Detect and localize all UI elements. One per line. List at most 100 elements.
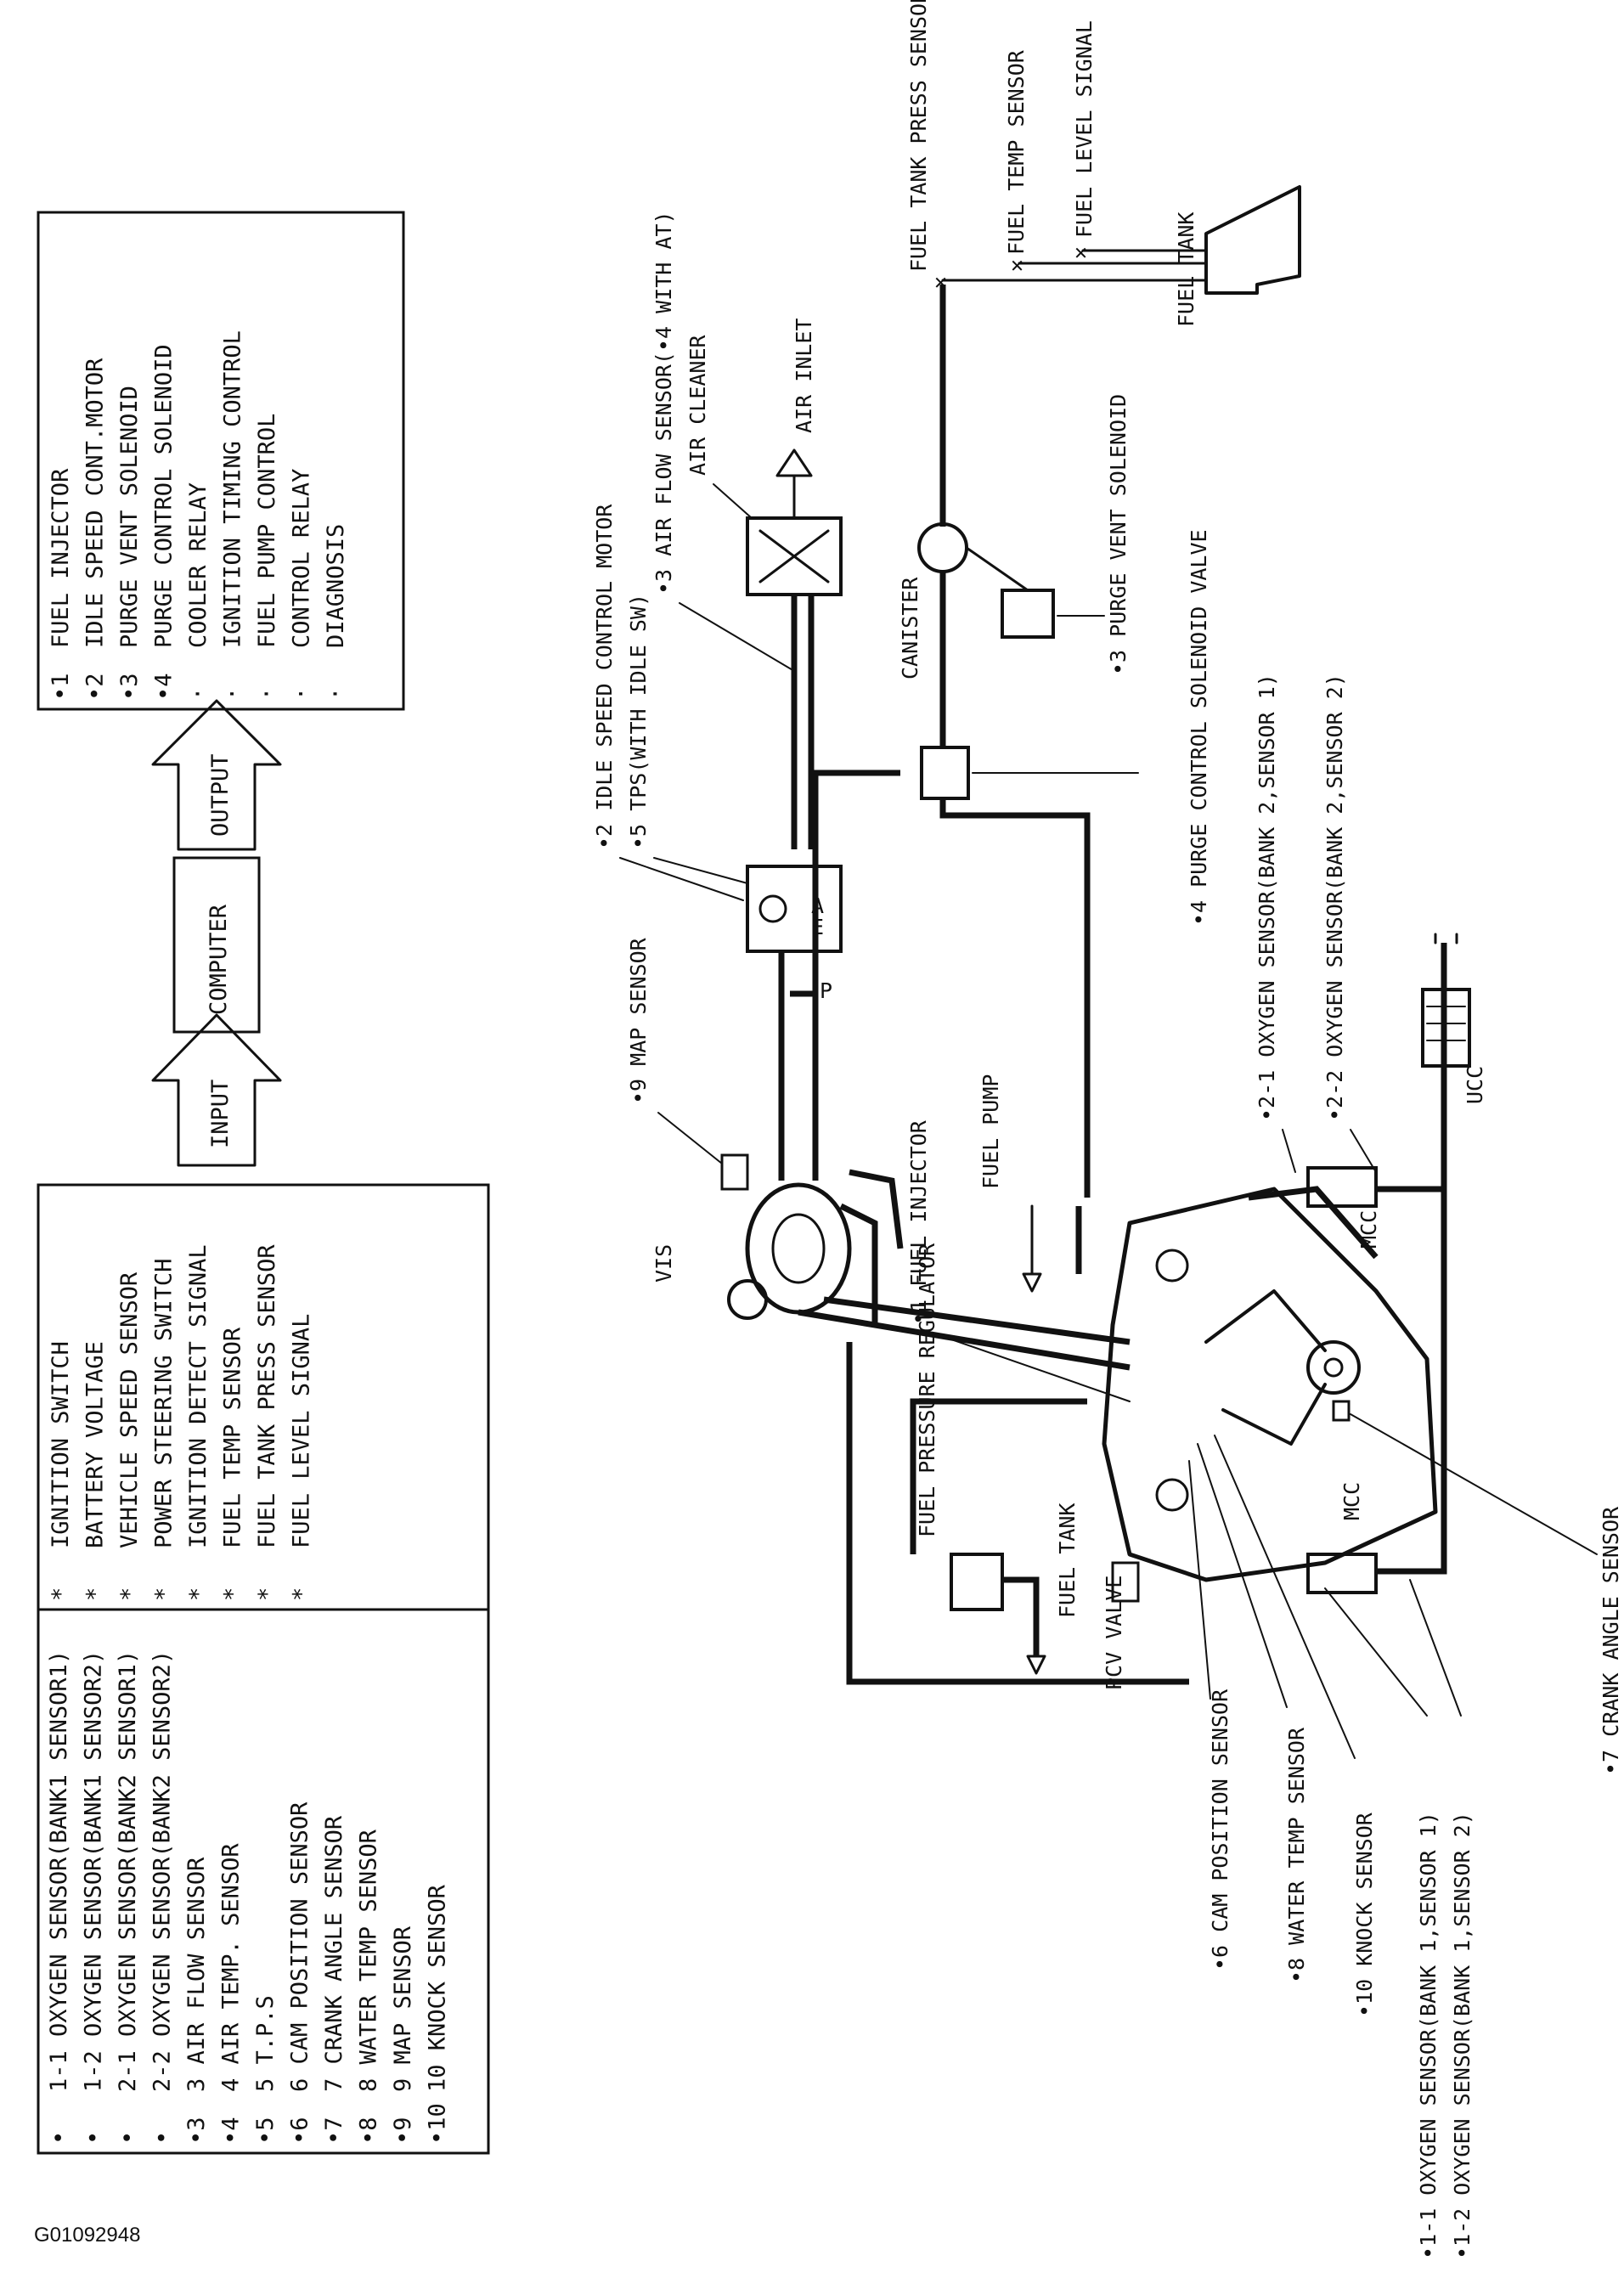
- mcc-bottom-icon: [1306, 1553, 1378, 1594]
- input-right-item: IGNITION DETECT SIGNAL: [185, 1244, 211, 1548]
- input-left-item: 10 KNOCK SENSOR: [425, 1884, 451, 2092]
- fuel-pump-label: FUEL PUMP: [978, 1074, 1003, 1189]
- mcc-bottom-label: MCC: [1339, 1482, 1364, 1520]
- throttle-body-icon: [746, 865, 843, 953]
- input-right-item: FUEL TANK PRESS SENSOR: [254, 1244, 280, 1548]
- output-item: IDLE SPEED CONT.MOTOR: [82, 358, 109, 648]
- input-left-mark: •9: [390, 2117, 416, 2145]
- ucc-label: UCC: [1463, 1066, 1487, 1104]
- fuel-tank-mid-label: FUEL TANK: [1055, 1503, 1080, 1618]
- input-left-mark: •5: [252, 2117, 279, 2145]
- engine-schematic: FUEL TANK ✕ ✕ ✕ FUEL TANK PRESS SENSOR F…: [592, 0, 1623, 2259]
- output-label: OUTPUT: [207, 753, 234, 837]
- input-left-item: 7 CRANK ANGLE SENSOR: [321, 1815, 347, 2092]
- computer-box: [172, 856, 261, 1034]
- input-left-item: 1-1 OXYGEN SENSOR(BANK1 SENSOR1): [46, 1650, 72, 2092]
- purge-vent-solenoid-icon: [1001, 589, 1055, 639]
- a-mark: A: [811, 894, 824, 918]
- output-item: FUEL PUMP CONTROL: [254, 414, 280, 648]
- output-mark: •2: [82, 673, 109, 701]
- air-cleaner-label: AIR CLEANER: [685, 334, 710, 476]
- input-left-item: 1-2 OXYGEN SENSOR(BANK1 SENSOR2): [81, 1650, 107, 2092]
- input-left-item: 3 AIR FLOW SENSOR: [183, 1857, 210, 2092]
- fuel-tank-top-label: FUEL TANK: [1174, 212, 1198, 327]
- o2-11-label: •1-1 OXYGEN SENSOR(BANK 1,SENSOR 1): [1416, 1812, 1441, 2259]
- o2-22-label: •2-2 OXYGEN SENSOR(BANK 2,SENSOR 2): [1322, 674, 1347, 1121]
- output-mark: •1: [48, 673, 74, 701]
- input-left-item: 6 CAM POSITION SENSOR: [287, 1801, 313, 2092]
- output-item: FUEL INJECTOR: [48, 468, 74, 648]
- output-item: DIAGNOSIS: [323, 524, 349, 648]
- output-mark: ·: [323, 687, 349, 701]
- fuel-tank-press-label: FUEL TANK PRESS SENSOR: [906, 0, 931, 272]
- input-left-item: 4 AIR TEMP. SENSOR: [218, 1843, 245, 2092]
- input-left-item: 2-1 OXYGEN SENSOR(BANK2 SENSOR1): [115, 1650, 141, 2092]
- output-item: CONTROL RELAY: [289, 469, 315, 648]
- input-left-item: 8 WATER TEMP SENSOR: [356, 1829, 382, 2092]
- input-left-mark: •10: [425, 2103, 451, 2145]
- idle-motor-label: •2 IDLE SPEED CONTROL MOTOR: [592, 504, 617, 849]
- map-sensor-icon: [720, 1153, 749, 1191]
- output-item: IGNITION TIMING CONTROL: [220, 330, 246, 648]
- pcv-valve-icon: [1111, 1561, 1140, 1603]
- fuel-temp-x-icon: ✕: [1011, 252, 1023, 277]
- fuel-temp-label: FUEL TEMP SENSOR: [1004, 49, 1029, 255]
- input-right-item: FUEL LEVEL SIGNAL: [289, 1314, 315, 1548]
- input-right-mark: *: [82, 1587, 109, 1601]
- output-list: •1 FUEL INJECTOR •2 IDLE SPEED CONT.MOTOR •3…: [48, 330, 349, 701]
- cam-label: •6 CAM POSITION SENSOR: [1208, 1689, 1232, 1970]
- canister-label: CANISTER: [898, 577, 922, 679]
- input-right-mark: *: [289, 1587, 315, 1601]
- input-right-item: BATTERY VOLTAGE: [82, 1341, 109, 1548]
- input-left-mark: •3: [183, 2117, 210, 2145]
- input-right-mark: *: [185, 1587, 211, 1601]
- output-mark: •4: [151, 673, 178, 701]
- pcv-label: PCV VALVE: [1102, 1576, 1126, 1690]
- fuel-tank-top: [1204, 185, 1301, 295]
- plenum-icon: [745, 1182, 852, 1315]
- mcc-top-label: MCC: [1356, 1210, 1381, 1249]
- input-left-list: • 1-1 OXYGEN SENSOR(BANK1 SENSOR1) • 1-2 OX…: [46, 1650, 451, 2145]
- crank-label: •7 CRANK ANGLE SENSOR: [1599, 1506, 1623, 1775]
- fuel-level-label: FUEL LEVEL SIGNAL: [1072, 20, 1097, 238]
- figure-id: G01092948: [34, 2224, 141, 2247]
- fuel-pressure-label: FUEL PRESSURE REGULATOR: [915, 1243, 939, 1537]
- input-left-item: 2-2 OXYGEN SENSOR(BANK2 SENSOR2): [149, 1650, 176, 2092]
- fuel-return-arrow-icon: [1026, 1655, 1046, 1675]
- air-flow-label: •3 AIR FLOW SENSOR(•4 WITH AT): [651, 211, 676, 595]
- fuel-injector-label: •1 FUEL INJECTOR: [906, 1119, 931, 1325]
- output-item: COOLER RELAY: [185, 482, 211, 648]
- input-left-mark: •: [115, 2131, 141, 2145]
- output-item: PURGE CONTROL SOLENOID: [151, 344, 178, 648]
- tps-label: •5 TPS(WITH IDLE SW): [626, 594, 651, 849]
- input-left-mark: •: [81, 2131, 107, 2145]
- input-left-item: 9 MAP SENSOR: [390, 1925, 416, 2092]
- map-label: •9 MAP SENSOR: [626, 937, 651, 1104]
- output-mark: ·: [185, 687, 211, 701]
- input-right-mark: *: [151, 1587, 178, 1601]
- output-arrow: [151, 699, 282, 851]
- input-right-mark: *: [48, 1587, 74, 1601]
- input-arrow: [151, 1013, 282, 1167]
- purge-vent-label: •3 PURGE VENT SOLENOID: [1106, 394, 1131, 675]
- fuel-level-x-icon: ✕: [1074, 240, 1087, 264]
- input-left-mark: •7: [321, 2117, 347, 2145]
- input-left-mark: •: [149, 2131, 176, 2145]
- engine-block-icon: [1102, 1187, 1438, 1582]
- o2-21-label: •2-1 OXYGEN SENSOR(BANK 2,SENSOR 1): [1255, 674, 1279, 1121]
- e-mark: E: [811, 915, 824, 939]
- input-right-item: FUEL TEMP SENSOR: [220, 1327, 246, 1548]
- water-label: •8 WATER TEMP SENSOR: [1284, 1727, 1309, 1983]
- output-box: •1 FUEL INJECTOR •2 IDLE SPEED CONT.MOTOR •3…: [37, 211, 405, 711]
- input-right-item: POWER STEERING SWITCH: [151, 1259, 178, 1548]
- crank-angle-sensor-icon: [1332, 1400, 1351, 1422]
- canister-icon: [917, 522, 968, 573]
- output-mark: •3: [116, 673, 143, 701]
- flow-row: INPUT COMPUTER OUTPUT: [151, 699, 282, 1167]
- computer-label: COMPUTER: [206, 904, 232, 1015]
- input-right-item: IGNITION SWITCH: [48, 1341, 74, 1548]
- fuel-pressure-regulator-icon: [950, 1553, 1004, 1611]
- input-right-mark: *: [254, 1587, 280, 1601]
- p-mark: P: [820, 978, 832, 1003]
